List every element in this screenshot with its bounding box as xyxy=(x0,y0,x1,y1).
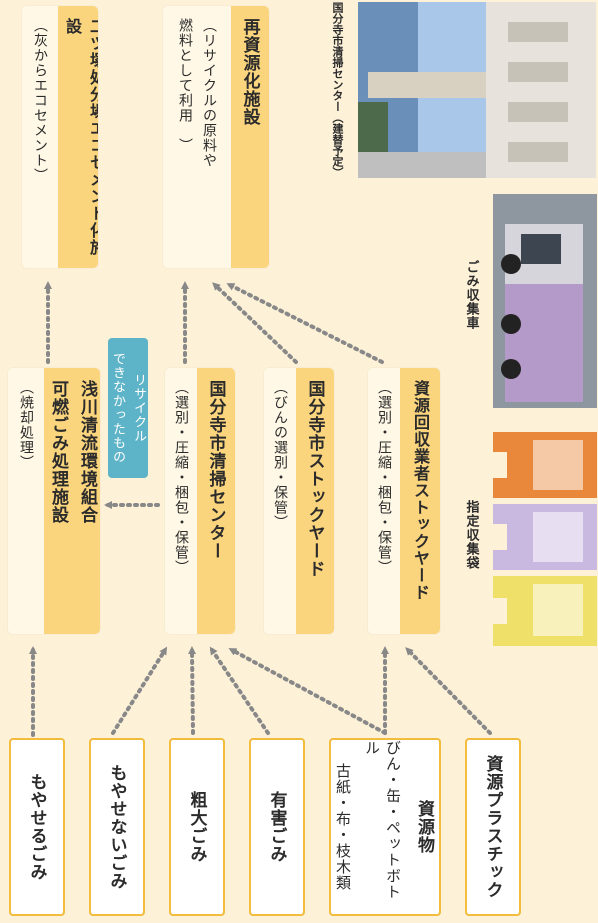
source-shigen-detail-2: 古紙・布・枝木類 xyxy=(334,763,352,891)
source-shigen-detail-1: びん・缶・ペットボトル xyxy=(363,740,402,900)
truck-caption: ごみ収集車 xyxy=(455,240,487,350)
source-yugai-label: 有害ごみ xyxy=(266,791,287,863)
callout-not-recyclable: できなかったもの リサイクル xyxy=(108,338,148,478)
facility-cleaning-center: （選別・圧縮・梱包・保管） 国分寺市清掃センター xyxy=(165,368,235,634)
facility-futatsuka-note: （灰からエコセメント） xyxy=(32,18,48,183)
source-moyasenai: もやせないごみ xyxy=(89,738,145,916)
facility-private-note: （選別・圧縮・梱包・保管） xyxy=(376,380,392,575)
source-moyaseru-label: もやせるごみ xyxy=(26,773,47,881)
facility-asakawa-line2: 可燃ごみ処理施設 xyxy=(48,380,68,524)
facility-stockyard-name: 国分寺市ストックヤード xyxy=(304,380,325,578)
facility-stockyard-note: （びんの選別・保管） xyxy=(272,380,288,530)
designated-bags-image xyxy=(493,432,597,646)
facility-recycling: 燃料として利用 ） （リサイクルの原料や 再資源化施設 xyxy=(163,6,269,268)
arrow-stockyard-to-recycling xyxy=(212,282,298,364)
designated-bags-photo xyxy=(493,432,597,646)
arrow-moyasenai-to-center xyxy=(111,646,168,735)
facility-private-name: 資源回収業者ストックヤード xyxy=(411,380,430,601)
facility-recycling-note-2: 燃料として利用 ） xyxy=(177,18,193,153)
facility-futatsuka-name: 二ツ塚処分場エコセメント化施設 xyxy=(63,18,98,256)
source-yugai: 有害ごみ xyxy=(249,738,305,916)
garbage-truck-photo xyxy=(493,194,597,408)
facility-asakawa: （焼却処理） 可燃ごみ処理施設 浅川清流環境組合 xyxy=(8,368,100,634)
arrow-sodai-to-center xyxy=(188,646,197,735)
cleaning-center-photo xyxy=(358,2,596,178)
facility-recycling-name: 再資源化施設 xyxy=(239,18,260,126)
arrow-private-to-recycling xyxy=(226,283,384,364)
source-moyasenai-label: もやせないごみ xyxy=(106,764,127,890)
facility-stockyard: （びんの選別・保管） 国分寺市ストックヤード xyxy=(264,368,334,634)
facility-futatsuka: （灰からエコセメント） 二ツ塚処分場エコセメント化施設 xyxy=(22,6,98,268)
center-photo-caption: 国分寺市清掃センター（建替予定） xyxy=(322,2,352,178)
facility-private-stockyard: （選別・圧縮・梱包・保管） 資源回収業者ストックヤード xyxy=(368,368,440,634)
facility-recycling-note-1: （リサイクルの原料や xyxy=(201,18,217,168)
source-sodai-label: 粗大ごみ xyxy=(186,791,207,863)
arrow-plastic-to-private xyxy=(405,647,492,735)
garbage-truck-image xyxy=(493,194,597,408)
bags-caption: 指定収集袋 xyxy=(455,480,487,590)
cleaning-center-building-image xyxy=(358,2,596,178)
arrow-shigen-to-center xyxy=(228,648,387,735)
source-plastic-label: 資源プラスチック xyxy=(482,755,503,899)
bags-caption-text: 指定収集袋 xyxy=(463,500,479,570)
source-shigen: 古紙・布・枝木類 びん・缶・ペットボトル 資源物 xyxy=(329,738,441,916)
truck-caption-text: ごみ収集車 xyxy=(463,260,479,330)
callout-line1: リサイクル xyxy=(131,373,146,443)
source-sodai: 粗大ごみ xyxy=(169,738,225,916)
facility-asakawa-note: （焼却処理） xyxy=(18,380,34,470)
source-plastic: 資源プラスチック xyxy=(465,738,521,916)
source-moyaseru: もやせるごみ xyxy=(9,738,65,916)
center-photo-caption-text: 国分寺市清掃センター（建替予定） xyxy=(331,2,344,178)
facility-center-name: 国分寺市清掃センター xyxy=(205,380,226,560)
source-shigen-label: 資源物 xyxy=(414,800,434,854)
arrow-yugai-to-center xyxy=(209,646,270,735)
callout-line2: できなかったもの xyxy=(110,352,125,464)
facility-center-note: （選別・圧縮・梱包・保管） xyxy=(173,380,189,575)
facility-asakawa-line1: 浅川清流環境組合 xyxy=(77,380,97,524)
